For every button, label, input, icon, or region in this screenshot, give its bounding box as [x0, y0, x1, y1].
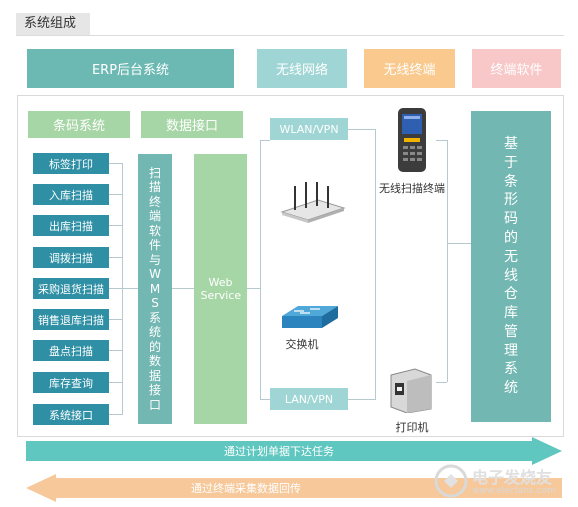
module-inventory-count-scan: 盘点扫描 — [33, 340, 109, 361]
handheld-scanner-icon — [398, 108, 426, 172]
module-tick — [109, 319, 122, 320]
connector-wlan-scanner — [348, 129, 375, 130]
watermark-url: www.elecfans.com — [472, 486, 556, 496]
module-tick — [109, 382, 122, 383]
module-tick — [109, 350, 122, 351]
module-tick — [109, 288, 122, 289]
device-trunk-right — [447, 140, 448, 382]
title-divider — [16, 35, 564, 36]
watermark: 电子发烧友 www.elecfans.com — [434, 462, 564, 502]
network-tick-bottom — [260, 399, 270, 400]
module-transfer-scan: 调拨扫描 — [33, 247, 109, 268]
connector-webservice-network — [247, 288, 260, 289]
switch-icon — [282, 306, 338, 328]
module-tick — [109, 225, 122, 226]
module-outbound-scan: 出库扫描 — [33, 215, 109, 236]
network-tick-top — [260, 140, 270, 141]
module-system-interface: 系统接口 — [33, 404, 109, 425]
module-tick — [109, 194, 122, 195]
module-tick — [109, 414, 122, 415]
device-trunk-left — [375, 129, 376, 400]
barcode-system-header: 条码系统 — [28, 111, 130, 138]
backward-arrow-label: 通过终端采集数据回传 — [191, 482, 301, 495]
scan-software-interface-box: 扫描终端软件与WMS系统的数据接口 — [138, 154, 172, 424]
wireless-router-icon — [280, 182, 346, 223]
printer-icon — [390, 368, 432, 413]
module-bracket — [122, 163, 123, 415]
watermark-brand: 电子发烧友 — [472, 468, 553, 487]
scanner-label: 无线扫描终端 — [379, 182, 445, 195]
web-service-label: Web Service — [200, 276, 242, 302]
forward-arrow-label: 通过计划单据下达任务 — [224, 445, 334, 458]
data-interface-header: 数据接口 — [141, 111, 243, 138]
switch-label: 交换机 — [285, 338, 319, 351]
main-system-box: 基于条形码的无线仓库管理系统 — [471, 111, 551, 422]
wlan-vpn-box: WLAN/VPN — [270, 118, 348, 140]
scan-software-label: 扫描终端软件与WMS系统的数据接口 — [148, 165, 161, 412]
category-wireless-network: 无线网络 — [257, 49, 347, 88]
device-tick-top — [436, 140, 447, 141]
module-sales-return-scan: 销售退库扫描 — [33, 309, 109, 330]
web-service-box: Web Service — [194, 154, 247, 424]
module-purchase-return-scan: 采购退货扫描 — [33, 278, 109, 299]
watermark-logo-icon — [434, 464, 468, 498]
category-wireless-terminal: 无线终端 — [364, 49, 455, 88]
diagram-panel — [17, 95, 564, 437]
backward-arrow — [26, 474, 562, 502]
connector-devices-system — [447, 243, 471, 244]
page-title: 系统组成 — [16, 13, 90, 35]
module-tick — [109, 163, 122, 164]
module-stock-query: 库存查询 — [33, 372, 109, 393]
module-inbound-scan: 入库扫描 — [33, 184, 109, 205]
category-terminal-software: 终端软件 — [472, 49, 561, 88]
lan-vpn-box: LAN/VPN — [270, 388, 348, 410]
device-tick-bottom — [436, 382, 447, 383]
printer-label: 打印机 — [395, 421, 429, 434]
forward-arrow — [26, 437, 562, 465]
main-system-label: 基于条形码的无线仓库管理系统 — [504, 135, 518, 397]
module-connector — [122, 288, 138, 289]
module-label-print: 标签打印 — [33, 153, 109, 174]
category-erp: ERP后台系统 — [27, 49, 234, 88]
connector-scan-webservice — [172, 288, 194, 289]
connector-lan-printer — [348, 399, 375, 400]
network-trunk — [260, 140, 261, 400]
module-tick — [109, 257, 122, 258]
